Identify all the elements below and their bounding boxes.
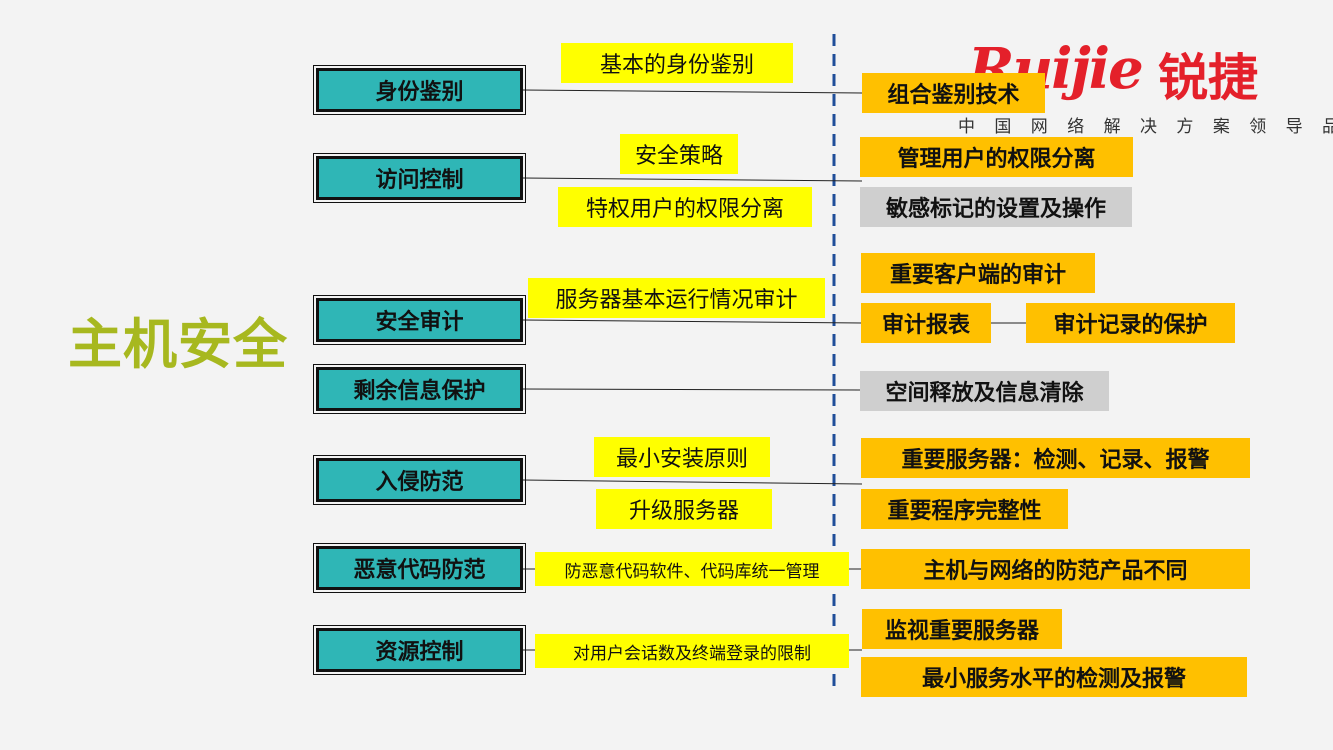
middle-label: 基本的身份鉴别 — [561, 43, 793, 83]
middle-label: 对用户会话数及终端登录的限制 — [535, 634, 849, 668]
right-item: 重要客户端的审计 — [861, 253, 1095, 293]
connector-line — [522, 89, 863, 94]
connector-line — [522, 177, 863, 182]
logo-chinese: 锐捷 — [1158, 49, 1258, 107]
right-item: 空间释放及信息清除 — [860, 371, 1109, 411]
right-item: 审计报表 — [861, 303, 991, 343]
page-title: 主机安全 — [68, 313, 288, 376]
middle-label: 安全策略 — [620, 134, 738, 174]
category-security-audit: 安全审计 — [313, 295, 526, 345]
category-access-control: 访问控制 — [313, 153, 526, 203]
right-item: 最小服务水平的检测及报警 — [861, 657, 1247, 697]
middle-label: 最小安装原则 — [594, 437, 770, 477]
category-malware-prevention: 恶意代码防范 — [313, 543, 526, 593]
right-item: 主机与网络的防范产品不同 — [861, 549, 1250, 589]
right-item: 组合鉴别技术 — [862, 73, 1045, 113]
category-resource-control: 资源控制 — [313, 625, 526, 675]
right-item: 监视重要服务器 — [862, 609, 1062, 649]
category-residual-info: 剩余信息保护 — [313, 364, 526, 414]
middle-label: 升级服务器 — [596, 489, 772, 529]
right-item: 重要服务器：检测、记录、报警 — [861, 438, 1250, 478]
connector-line — [522, 388, 863, 391]
middle-label: 特权用户的权限分离 — [558, 187, 812, 227]
category-intrusion-prevention: 入侵防范 — [313, 455, 526, 505]
right-item: 管理用户的权限分离 — [860, 137, 1133, 177]
right-item: 审计记录的保护 — [1026, 303, 1235, 343]
connector-line — [522, 479, 863, 485]
connector-line — [522, 319, 863, 324]
middle-label: 防恶意代码软件、代码库统一管理 — [535, 552, 849, 586]
logo-tagline: 中 国 网 络 解 决 方 案 领 导 品 牌 — [958, 117, 1333, 137]
category-identity-auth: 身份鉴别 — [313, 65, 526, 115]
right-item: 敏感标记的设置及操作 — [860, 187, 1132, 227]
right-item: 重要程序完整性 — [861, 489, 1068, 529]
middle-label: 服务器基本运行情况审计 — [528, 278, 825, 318]
